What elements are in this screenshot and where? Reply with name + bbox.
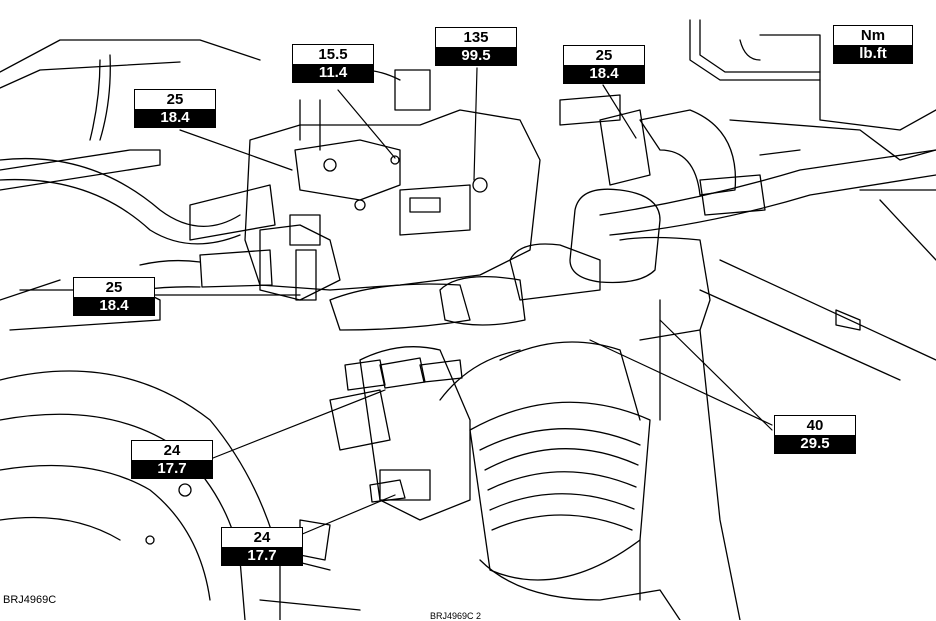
torque-lbft: 29.5 <box>775 435 855 453</box>
torque-label-bottom: 24 17.7 <box>221 527 303 566</box>
torque-lbft: 17.7 <box>132 460 212 478</box>
torque-lbft: 18.4 <box>564 65 644 83</box>
torque-nm: 24 <box>132 441 212 460</box>
unit-legend: Nm lb.ft <box>833 25 913 64</box>
legend-nm: Nm <box>834 26 912 45</box>
torque-label-upper-left: 25 18.4 <box>134 89 216 128</box>
torque-lbft: 17.7 <box>222 547 302 565</box>
footer-cutoff-text: BRJ4969C 2 <box>430 611 482 621</box>
legend-lbft: lb.ft <box>834 45 912 63</box>
torque-nm: 15.5 <box>293 45 373 64</box>
torque-lbft: 11.4 <box>293 64 373 82</box>
torque-label-top-right: 25 18.4 <box>563 45 645 84</box>
torque-nm: 24 <box>222 528 302 547</box>
torque-label-mid-left: 25 18.4 <box>73 277 155 316</box>
torque-nm: 40 <box>775 416 855 435</box>
figure-reference-code: BRJ4969C <box>3 594 57 606</box>
torque-nm: 25 <box>564 46 644 65</box>
torque-nm: 25 <box>74 278 154 297</box>
torque-label-right-40: 40 29.5 <box>774 415 856 454</box>
torque-lbft: 18.4 <box>74 297 154 315</box>
torque-label-top-center: 15.5 11.4 <box>292 44 374 83</box>
torque-lbft: 18.4 <box>135 109 215 127</box>
torque-nm: 25 <box>135 90 215 109</box>
torque-label-top-135: 135 99.5 <box>435 27 517 66</box>
torque-nm: 135 <box>436 28 516 47</box>
torque-label-lower-left: 24 17.7 <box>131 440 213 479</box>
torque-lbft: 99.5 <box>436 47 516 65</box>
